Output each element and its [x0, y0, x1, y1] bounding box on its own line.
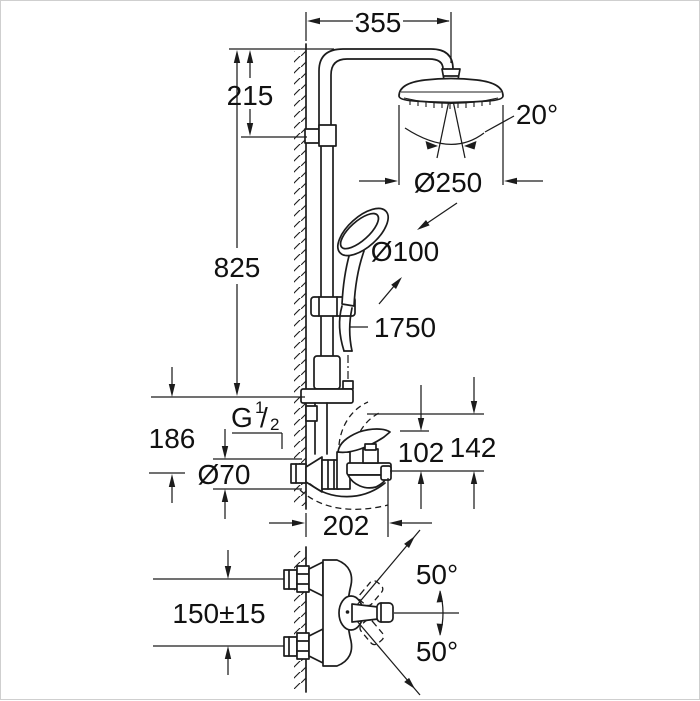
dim-spray-angle: 20° [516, 99, 558, 130]
cone-arrow-left [425, 141, 438, 150]
overhead-shower [398, 77, 504, 109]
mixer-lever [337, 428, 391, 454]
spout-underside [309, 482, 386, 498]
dim-swing-lower: 50° [416, 636, 458, 667]
rail-base-bracket [300, 380, 354, 455]
dim-rail-height: 825 [214, 252, 261, 283]
spray-face [403, 97, 499, 105]
dim-outlet-drop: 186 [149, 423, 196, 454]
rail-bottom-sleeve [313, 355, 341, 390]
thread-numerator: 1 [255, 398, 264, 417]
dim-lever-height: 142 [450, 432, 497, 463]
thread-label: G 1 / 2 [231, 398, 279, 434]
dim-inlet-spacing: 150±15 [172, 598, 265, 629]
hose-connector [342, 380, 354, 390]
spout-swing-arc [299, 489, 389, 510]
dim-head-diameter: Ø250 [414, 167, 483, 198]
bath-mixer-side [290, 401, 392, 510]
thread-slash: / [260, 402, 268, 433]
dimension-lines [149, 12, 543, 696]
thread-denominator: 2 [270, 415, 279, 434]
dim-hand-diameter: Ø100 [371, 236, 440, 267]
wall-upper [294, 43, 307, 510]
cone-arrow-right [464, 141, 477, 150]
hand-shower-handle [341, 245, 365, 307]
spray-angle-leader [484, 115, 515, 133]
spout-mouth [380, 465, 392, 481]
dimension-labels: 355 215 20° Ø250 Ø100 1750 825 186 Ø70 1… [149, 7, 559, 667]
dim-head-height: 215 [227, 80, 274, 111]
hand-shower [337, 207, 389, 381]
shower-rail [304, 124, 341, 390]
dim-escutcheon-diameter: Ø70 [198, 459, 251, 490]
lever-position-up [358, 580, 384, 607]
diverter-knob [362, 448, 379, 464]
inlet-top [283, 569, 298, 590]
dim-hose-length: 1750 [374, 312, 436, 343]
wall-union [290, 463, 307, 484]
dim-swing-upper: 50° [416, 559, 458, 590]
dim-projection: 202 [323, 510, 370, 541]
dim-body-height: 102 [398, 437, 445, 468]
hose [338, 305, 345, 352]
dim-top-width: 355 [355, 7, 402, 38]
inlet-bottom [283, 636, 298, 657]
hand-shower-head [337, 207, 389, 257]
wall-bracket [304, 128, 320, 144]
lever-position-down [359, 619, 385, 646]
lever-top-view [351, 603, 379, 623]
lever-swing-arc [338, 401, 369, 446]
thread-g: G [231, 402, 253, 433]
